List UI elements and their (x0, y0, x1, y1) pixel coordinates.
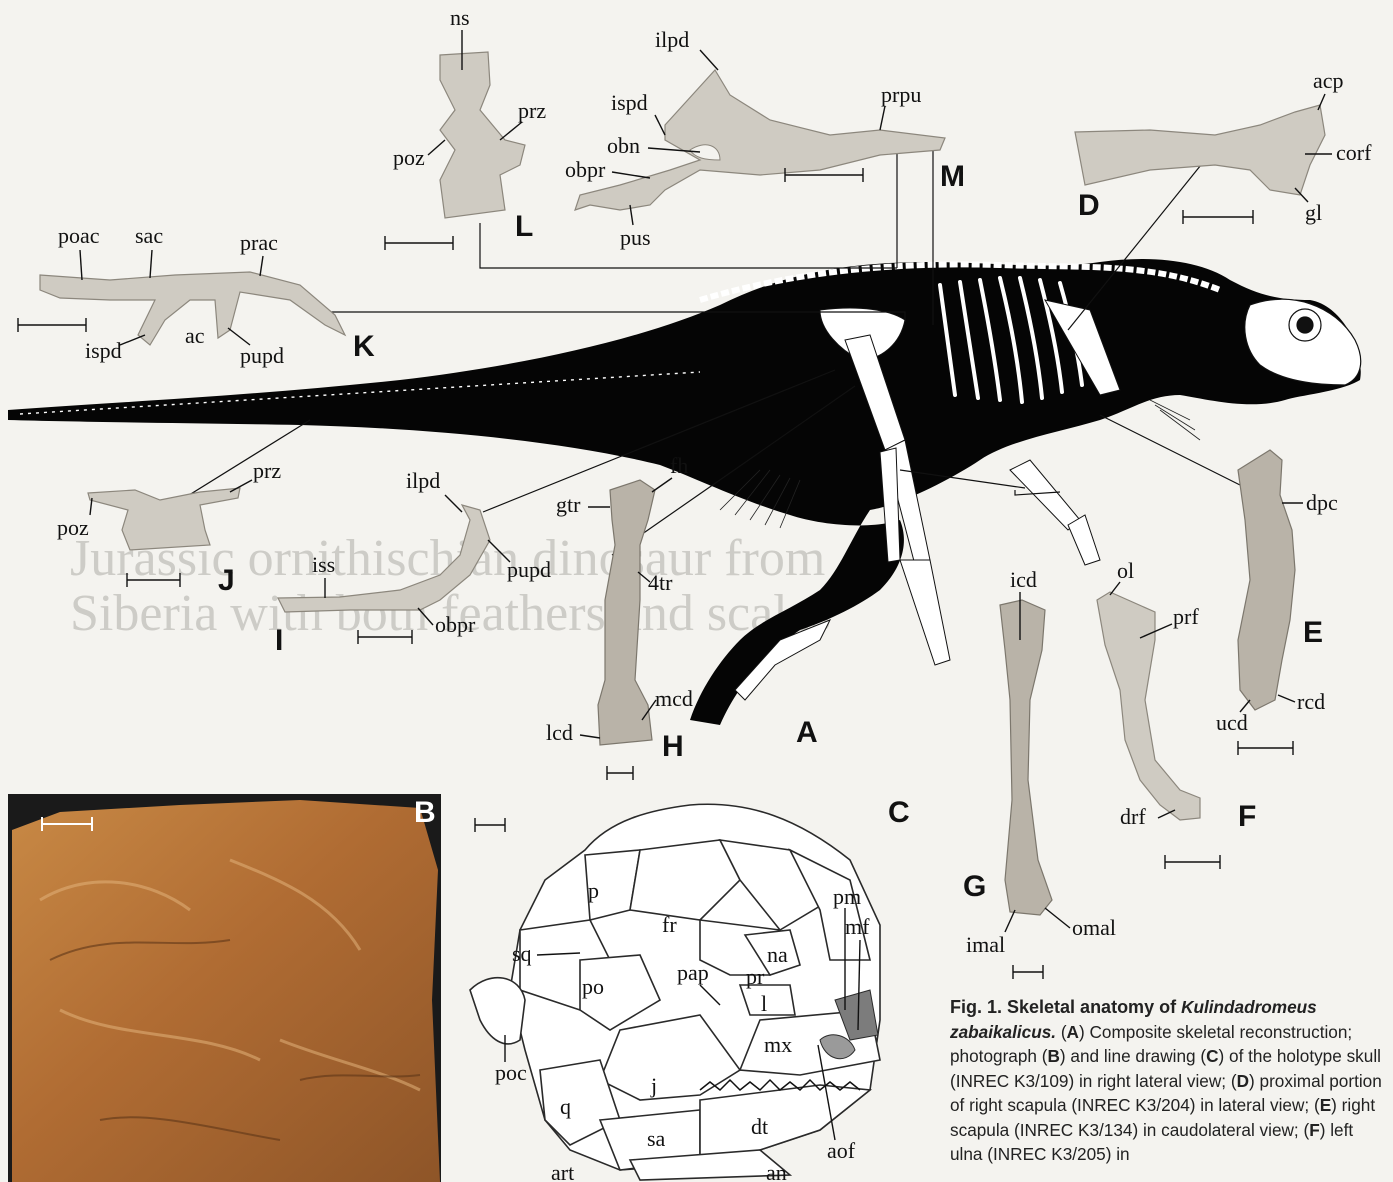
panel-label-d: D (1078, 189, 1100, 222)
panel-label-a: A (796, 716, 818, 749)
panel-label-h: H (662, 730, 684, 763)
label-c-sa: sa (647, 1126, 666, 1151)
label-c-dt: dt (751, 1114, 768, 1139)
panel-label-c: C (888, 796, 910, 829)
label-k-ac: ac (185, 323, 205, 348)
label-i-obpr: obpr (435, 612, 476, 637)
panel-c-skull-drawing: C p fr pm mf sq na po pap pr l poc mx j … (450, 795, 920, 1182)
panel-g-tibia: icd imal omal G (963, 567, 1116, 979)
panel-label-l: L (515, 210, 533, 243)
label-d-acp: acp (1313, 68, 1344, 93)
caption-key-a: A (1067, 1022, 1079, 1042)
label-m-prpu: prpu (881, 82, 921, 107)
panel-k-ilium: poac sac prac ispd ac pupd K (18, 223, 375, 368)
label-f-prf: prf (1173, 604, 1199, 629)
panel-label-m: M (940, 160, 965, 193)
label-g-omal: omal (1072, 915, 1116, 940)
label-k-pupd: pupd (240, 343, 284, 368)
label-d-gl: gl (1305, 200, 1322, 225)
caption-key-c: C (1206, 1046, 1218, 1066)
panel-label-f: F (1238, 800, 1256, 833)
label-h-fh: fh (670, 453, 688, 478)
label-c-mx: mx (764, 1032, 792, 1057)
panel-label-j: J (218, 564, 235, 597)
panel-label-i: I (275, 624, 283, 657)
label-h-4tr: 4tr (648, 570, 673, 595)
label-c-q: q (560, 1094, 571, 1119)
label-m-obn: obn (607, 133, 640, 158)
panel-m-pelvic-bone: ilpd ispd prpu obn obpr pus M (565, 27, 965, 250)
label-i-pupd: pupd (507, 557, 551, 582)
label-c-an: an (766, 1160, 787, 1182)
label-e-rcd: rcd (1297, 689, 1325, 714)
label-f-drf: drf (1120, 804, 1146, 829)
label-e-ucd: ucd (1216, 710, 1248, 735)
label-l-prz: prz (518, 98, 546, 123)
caption-key-f: F (1309, 1120, 1320, 1140)
caption-title: Fig. 1. Skeletal anatomy of (950, 997, 1181, 1017)
label-m-pus: pus (620, 225, 651, 250)
panel-e-scapula: dpc rcd ucd E (1216, 450, 1338, 755)
panel-label-b: B (414, 796, 436, 829)
label-c-aof: aof (827, 1138, 856, 1163)
label-k-prac: prac (240, 230, 278, 255)
label-k-poac: poac (58, 223, 100, 248)
label-j-poz: poz (57, 515, 89, 540)
panel-label-g: G (963, 870, 986, 903)
label-c-poc: poc (495, 1060, 527, 1085)
caption-key-d: D (1237, 1071, 1249, 1091)
label-c-po: po (582, 974, 604, 999)
label-h-lcd: lcd (546, 720, 573, 745)
label-i-iss: iss (312, 552, 335, 577)
label-c-p: p (588, 878, 599, 903)
panel-l-vertebra: ns prz poz L (385, 5, 546, 250)
label-j-prz: prz (253, 458, 281, 483)
label-c-pr: pr (746, 964, 765, 989)
label-f-ol: ol (1117, 558, 1134, 583)
label-c-l: l (761, 991, 767, 1016)
label-c-sq: sq (512, 941, 532, 966)
panel-b-skull-photo: B (8, 794, 441, 1182)
label-g-imal: imal (966, 932, 1005, 957)
label-i-ilpd: ilpd (406, 468, 440, 493)
label-m-ilpd: ilpd (655, 27, 689, 52)
label-h-gtr: gtr (556, 492, 581, 517)
label-k-ispd: ispd (85, 338, 122, 363)
label-m-ispd: ispd (611, 90, 648, 115)
label-l-poz: poz (393, 145, 425, 170)
label-l-ns: ns (450, 5, 470, 30)
caption-text-b: and line drawing (1066, 1046, 1201, 1066)
caption-key-b: B (1047, 1046, 1059, 1066)
figure-caption: Fig. 1. Skeletal anatomy of Kulindadrome… (950, 995, 1388, 1167)
panel-label-k: K (353, 330, 375, 363)
label-c-pm: pm (833, 884, 861, 909)
label-m-obpr: obpr (565, 157, 606, 182)
panel-label-e: E (1303, 616, 1323, 649)
label-e-dpc: dpc (1306, 490, 1338, 515)
label-d-corf: corf (1336, 140, 1372, 165)
label-h-mcd: mcd (655, 686, 693, 711)
caption-key-e: E (1320, 1095, 1331, 1115)
label-c-art: art (551, 1160, 574, 1182)
label-c-fr: fr (662, 912, 677, 937)
label-c-na: na (767, 942, 788, 967)
panel-d-scapula: acp corf gl D (1075, 68, 1372, 225)
label-c-pap: pap (677, 960, 709, 985)
label-k-sac: sac (135, 223, 163, 248)
label-c-j: j (650, 1073, 657, 1098)
label-c-mf: mf (845, 914, 870, 939)
label-g-icd: icd (1010, 567, 1037, 592)
